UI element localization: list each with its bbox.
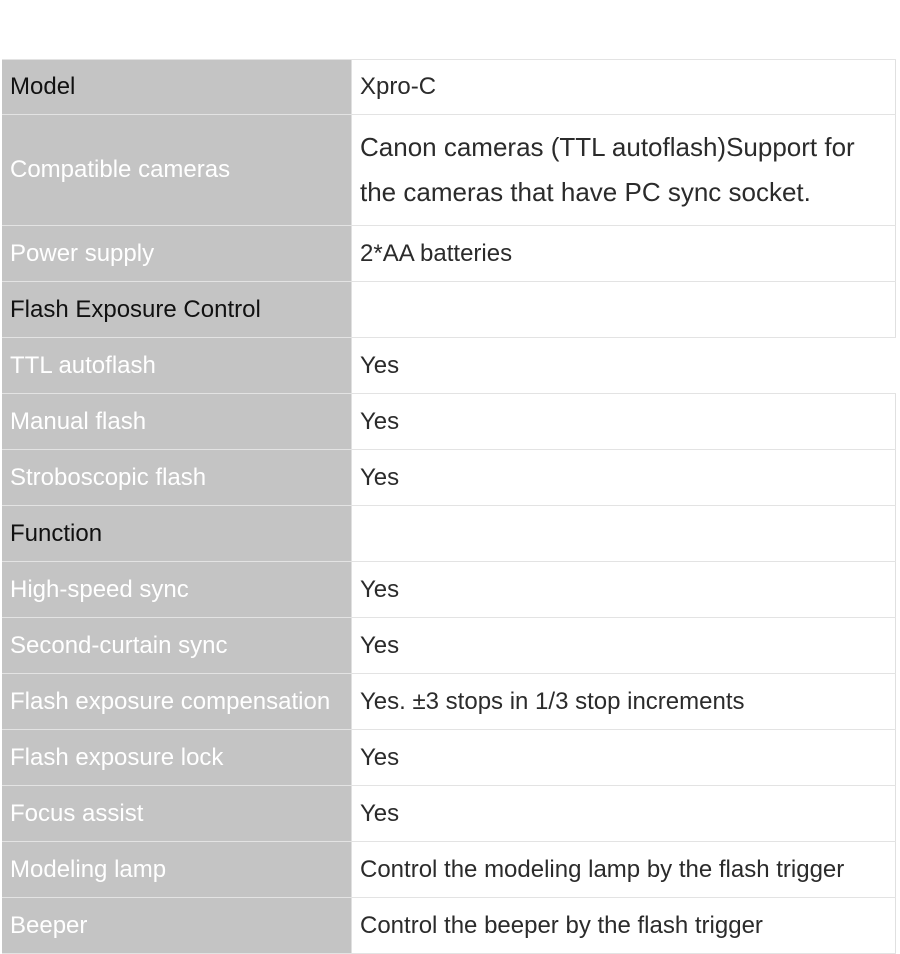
spec-label: Modeling lamp: [2, 842, 352, 897]
spec-value: Control the modeling lamp by the flash t…: [352, 842, 896, 897]
spec-label: High-speed sync: [2, 562, 352, 617]
spec-section-label: Flash Exposure Control: [2, 282, 352, 337]
spec-row-focus-assist: Focus assist Yes: [2, 786, 896, 842]
spec-label: Focus assist: [2, 786, 352, 841]
spec-section-label: Function: [2, 506, 352, 561]
spec-row-second-curtain-sync: Second-curtain sync Yes: [2, 618, 896, 674]
spec-row-flash-exposure-lock: Flash exposure lock Yes: [2, 730, 896, 786]
spec-value: [352, 506, 896, 561]
spec-value: Control the beeper by the flash trigger: [352, 898, 896, 953]
spec-label: Power supply: [2, 226, 352, 281]
spec-row-flash-exposure-compensation: Flash exposure compensation Yes. ±3 stop…: [2, 674, 896, 730]
spec-value: Yes: [352, 450, 896, 505]
spec-row-high-speed-sync: High-speed sync Yes: [2, 562, 896, 618]
spec-row-ttl-autoflash: TTL autoflash Yes: [2, 338, 896, 394]
spec-row-stroboscopic-flash: Stroboscopic flash Yes: [2, 450, 896, 506]
spec-row-power-supply: Power supply 2*AA batteries: [2, 226, 896, 282]
spec-row-modeling-lamp: Modeling lamp Control the modeling lamp …: [2, 842, 896, 898]
spec-label: Second-curtain sync: [2, 618, 352, 673]
spec-row-model: Model Xpro-C: [2, 59, 896, 115]
spec-row-compatible-cameras: Compatible cameras Canon cameras (TTL au…: [2, 115, 896, 226]
spec-label: TTL autoflash: [2, 338, 352, 393]
spec-value: Yes: [352, 618, 896, 673]
spec-value: Yes. ±3 stops in 1/3 stop increments: [352, 674, 896, 729]
spec-value: [352, 282, 896, 337]
spec-label: Model: [2, 60, 352, 114]
spec-label: Manual flash: [2, 394, 352, 449]
spec-label: Beeper: [2, 898, 352, 953]
spec-table: Model Xpro-C Compatible cameras Canon ca…: [2, 59, 896, 954]
spec-label: Stroboscopic flash: [2, 450, 352, 505]
spec-row-beeper: Beeper Control the beeper by the flash t…: [2, 898, 896, 954]
spec-value: 2*AA batteries: [352, 226, 896, 281]
spec-value: Yes: [352, 730, 896, 785]
spec-value: Yes: [352, 786, 896, 841]
spec-row-manual-flash: Manual flash Yes: [2, 394, 896, 450]
spec-section-function: Function: [2, 506, 896, 562]
spec-value: Yes: [352, 338, 896, 393]
spec-value: Yes: [352, 394, 896, 449]
spec-label: Compatible cameras: [2, 115, 352, 225]
spec-value: Xpro-C: [352, 60, 896, 114]
spec-label: Flash exposure lock: [2, 730, 352, 785]
spec-value: Yes: [352, 562, 896, 617]
spec-section-flash-exposure-control: Flash Exposure Control: [2, 282, 896, 338]
spec-value: Canon cameras (TTL autoflash)Support for…: [352, 115, 896, 225]
spec-label: Flash exposure compensation: [2, 674, 352, 729]
